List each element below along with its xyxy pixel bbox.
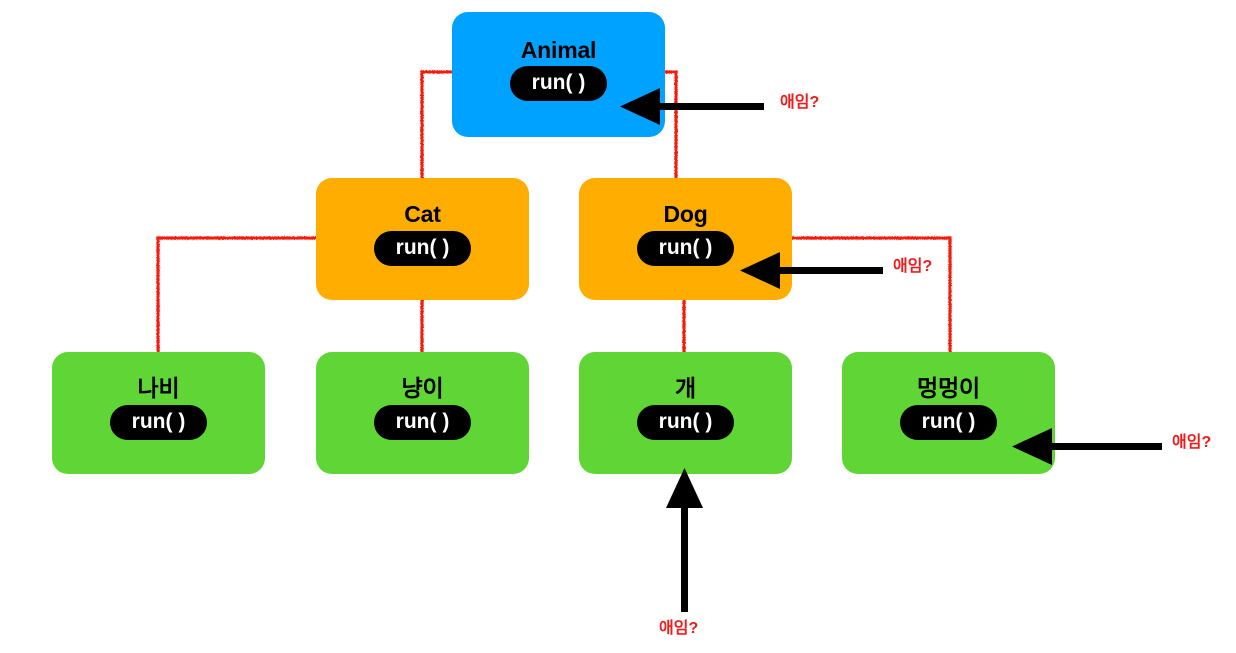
node-animal[interactable]: Animal run( ) xyxy=(452,12,665,137)
node-dog[interactable]: Dog run( ) xyxy=(579,178,792,300)
node-nyangi[interactable]: 냥이 run( ) xyxy=(316,352,529,474)
node-nabi-label: 나비 xyxy=(137,375,180,402)
node-mungmungi-method: run( ) xyxy=(899,404,998,440)
node-dog-label: Dog xyxy=(663,201,708,228)
annotation-dog: 애임? xyxy=(893,258,933,275)
node-gae[interactable]: 개 run( ) xyxy=(579,352,792,474)
node-cat-label: Cat xyxy=(404,201,441,228)
node-animal-method: run( ) xyxy=(509,66,608,102)
annotation-mungmungi: 애임? xyxy=(1172,434,1212,451)
annotation-animal: 애임? xyxy=(780,94,820,111)
node-nyangi-method: run( ) xyxy=(373,404,472,440)
node-nyangi-label: 냥이 xyxy=(401,375,444,402)
node-mungmungi[interactable]: 멍멍이 run( ) xyxy=(842,352,1055,474)
node-cat[interactable]: Cat run( ) xyxy=(316,178,529,300)
node-gae-label: 개 xyxy=(675,375,696,402)
node-cat-method: run( ) xyxy=(373,230,472,266)
node-nabi-method: run( ) xyxy=(109,404,208,440)
node-animal-label: Animal xyxy=(520,36,597,63)
annotation-gae: 애임? xyxy=(659,620,699,637)
node-mungmungi-label: 멍멍이 xyxy=(917,375,980,402)
node-nabi[interactable]: 나비 run( ) xyxy=(52,352,265,474)
node-dog-method: run( ) xyxy=(636,230,735,266)
node-gae-method: run( ) xyxy=(636,404,735,440)
